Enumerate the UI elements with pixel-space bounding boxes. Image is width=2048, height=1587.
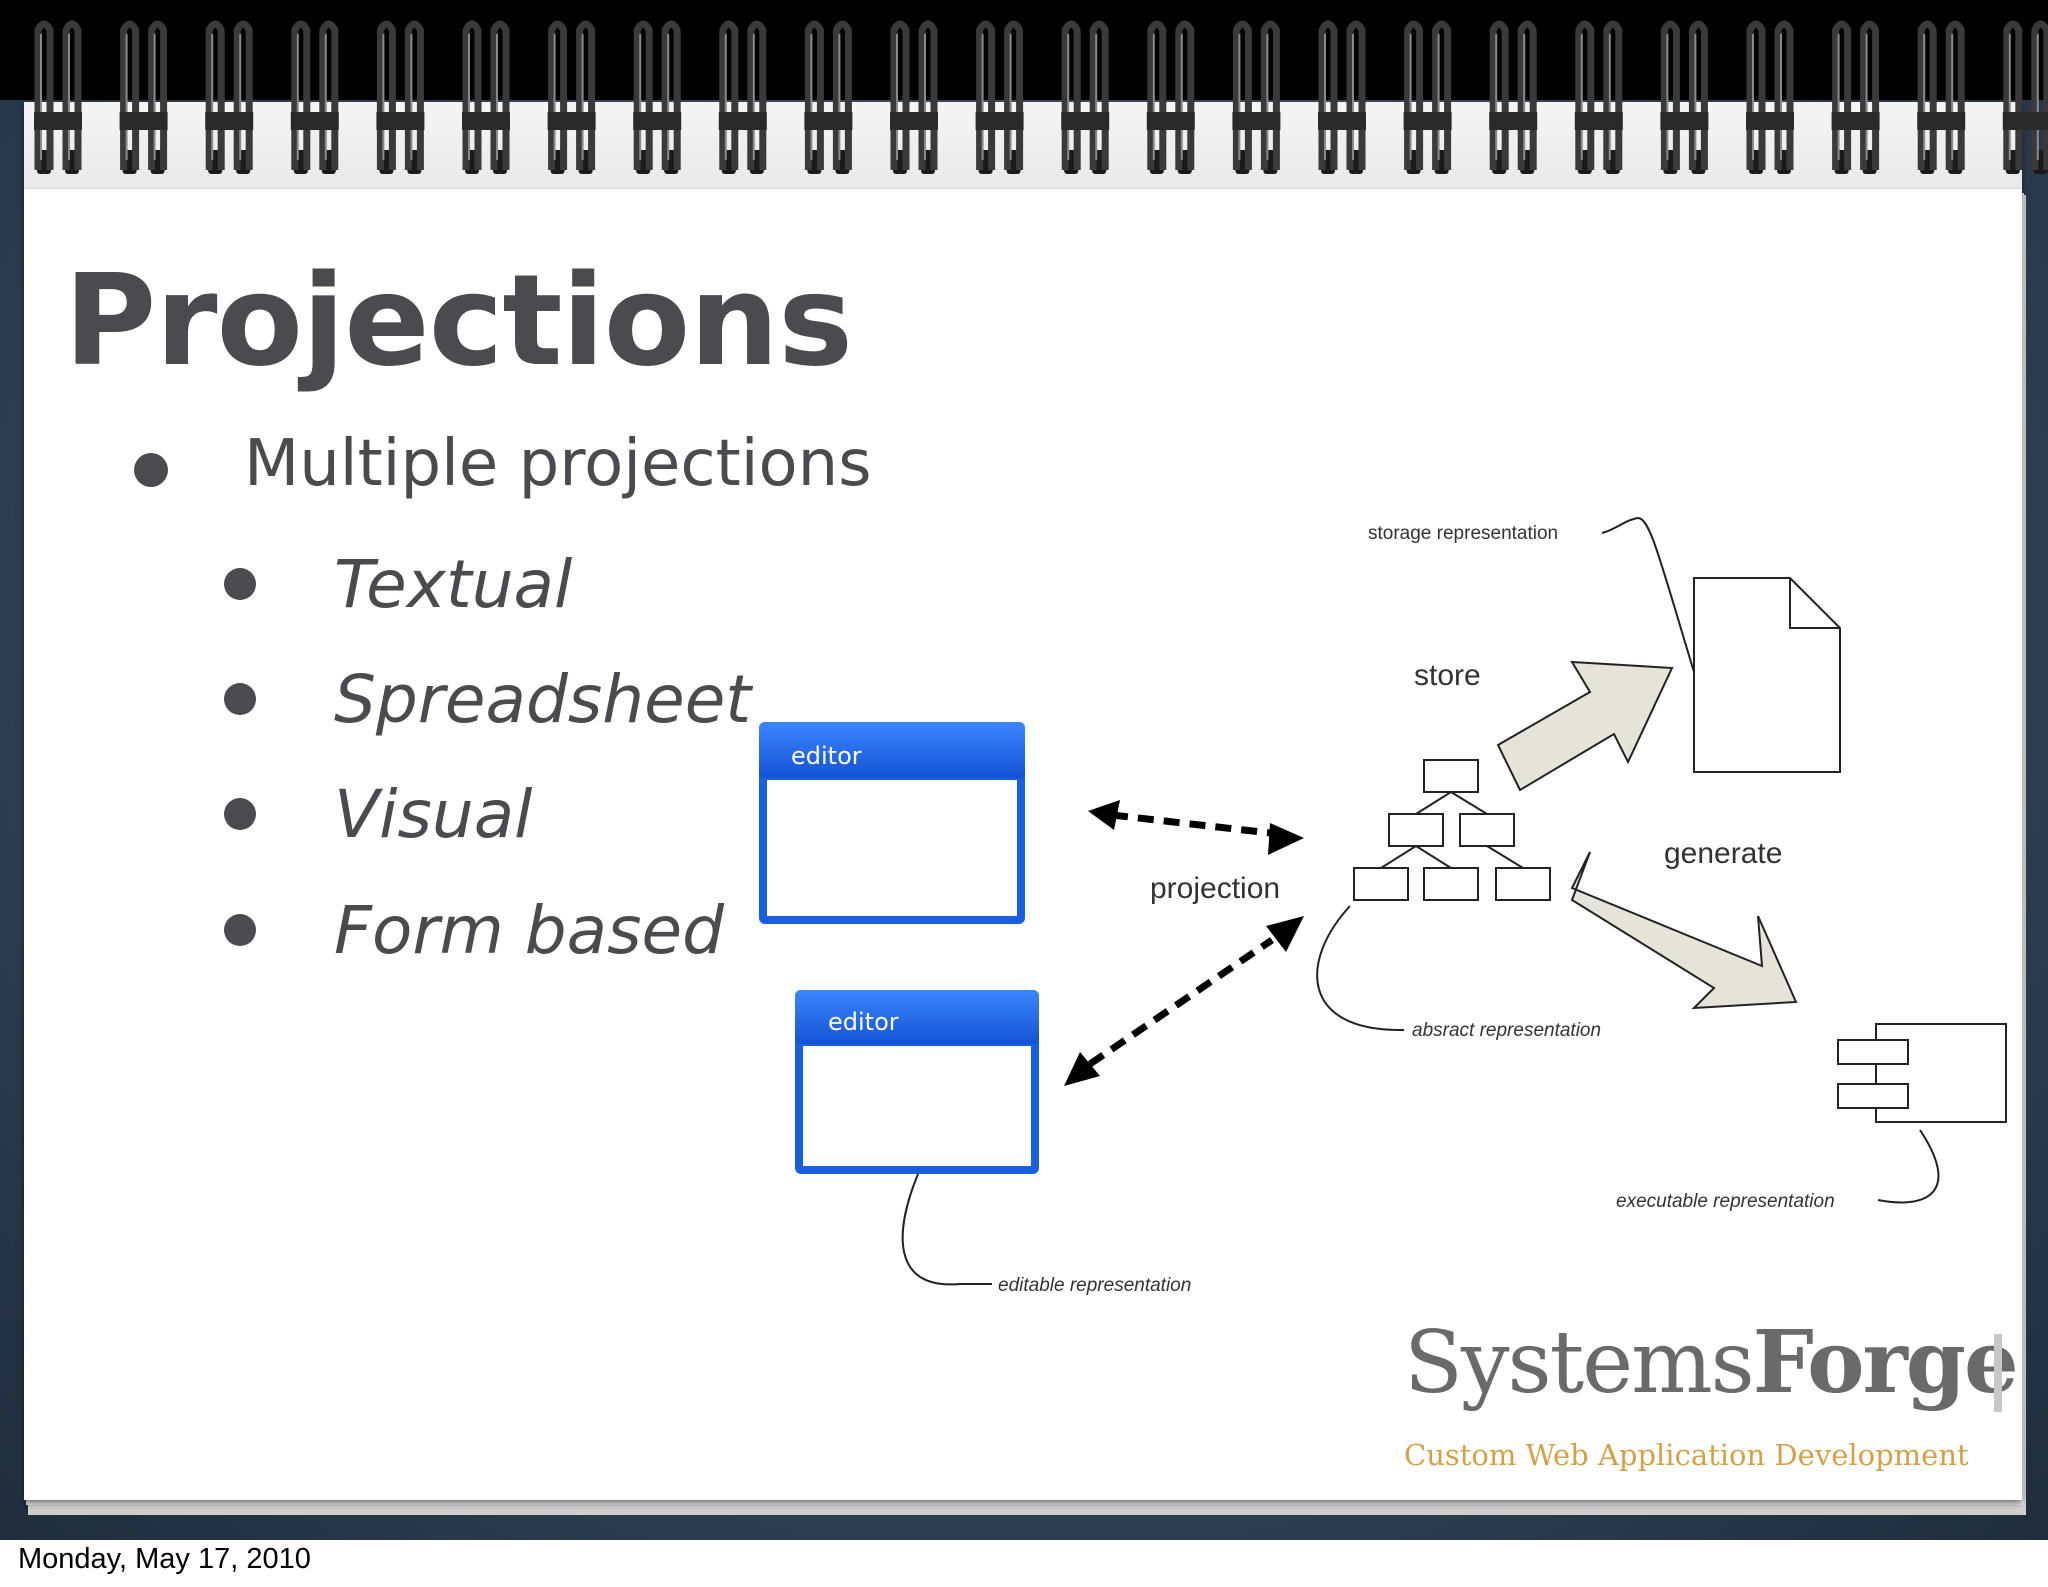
editor-title-1: editor (791, 742, 862, 770)
storage-document-icon (1693, 577, 1841, 773)
spiral-ring (34, 20, 82, 174)
sub-bullet-dot (224, 914, 256, 946)
spiral-ring (1146, 20, 1195, 174)
abstract-leader-line (1316, 905, 1404, 1031)
store-label: store (1414, 659, 1481, 692)
sub-bullet-dot (224, 568, 256, 600)
spiral-ring (376, 20, 425, 174)
editor-window-1: editor (759, 722, 1025, 924)
editable-representation-label: editable representation (998, 1275, 1191, 1296)
sub-bullet-dot (224, 683, 256, 715)
spiral-ring (890, 20, 938, 174)
spiral-ring (1318, 20, 1366, 174)
sub-bullet-textual: Textual (334, 546, 573, 623)
abstract-tree-icon (1353, 759, 1551, 901)
spiral-ring (718, 20, 767, 174)
projection-label: projection (1150, 872, 1280, 905)
editable-leader-line (901, 1173, 992, 1286)
sub-bullet-spreadsheet: Spreadsheet (334, 661, 752, 738)
spiral-binding (34, 20, 2048, 174)
logo-tagline: Custom Web Application Development (1404, 1438, 1969, 1472)
spiral-ring (1489, 20, 1538, 174)
logo-name-part2: Forge (1752, 1312, 2019, 1413)
logo-divider (1994, 1334, 2002, 1412)
abstract-representation-label: absract representation (1412, 1020, 1601, 1041)
store-arrow (1496, 660, 1674, 792)
systemsforge-logo: SystemsForge (1404, 1320, 2019, 1407)
spiral-ring (1061, 20, 1110, 174)
editor-title-2: editor (828, 1008, 899, 1036)
slide-title: Projections (64, 247, 853, 394)
spiral-ring (547, 20, 596, 174)
storage-leader-line (1601, 516, 1695, 673)
spiral-ring (1574, 20, 1623, 174)
spiral-ring (975, 20, 1024, 174)
executable-component-icon (1837, 1023, 2007, 1123)
executable-representation-label: executable representation (1616, 1191, 1835, 1212)
spiral-ring (804, 20, 853, 174)
storage-representation-label: storage representation (1368, 523, 1558, 544)
spiral-ring (462, 20, 510, 174)
slide-background: Projections Multiple projections Textual… (0, 0, 2048, 1540)
spiral-ring (633, 20, 682, 174)
projection-arrow-upper (1088, 800, 1304, 855)
spiral-ring (1831, 20, 1880, 174)
generate-arrow (1570, 851, 1798, 1010)
sub-bullet-form-based: Form based (334, 892, 724, 969)
bullet-multiple-projections: Multiple projections (244, 427, 872, 501)
spiral-ring (205, 20, 254, 174)
bullet-dot (134, 453, 168, 487)
spiral-ring (290, 20, 339, 174)
spiral-ring (2002, 20, 2048, 174)
sub-bullet-visual: Visual (334, 776, 533, 853)
projection-diagram: editor editor projection (759, 516, 2007, 1296)
sub-bullet-dot (224, 798, 256, 830)
spiral-ring (1746, 20, 1794, 174)
projection-arrow-lower (1064, 916, 1304, 1086)
footer-date: Monday, May 17, 2010 (18, 1543, 311, 1575)
editor-window-2: editor (795, 990, 1039, 1174)
logo-name-part1: Systems (1404, 1313, 1755, 1413)
spiral-ring (1232, 20, 1281, 174)
executable-leader-line (1877, 1129, 1940, 1204)
generate-label: generate (1664, 837, 1782, 870)
spiral-ring (1660, 20, 1709, 174)
spiral-ring (1917, 20, 1966, 174)
spiral-ring (119, 20, 168, 174)
spiral-ring (1403, 20, 1452, 174)
